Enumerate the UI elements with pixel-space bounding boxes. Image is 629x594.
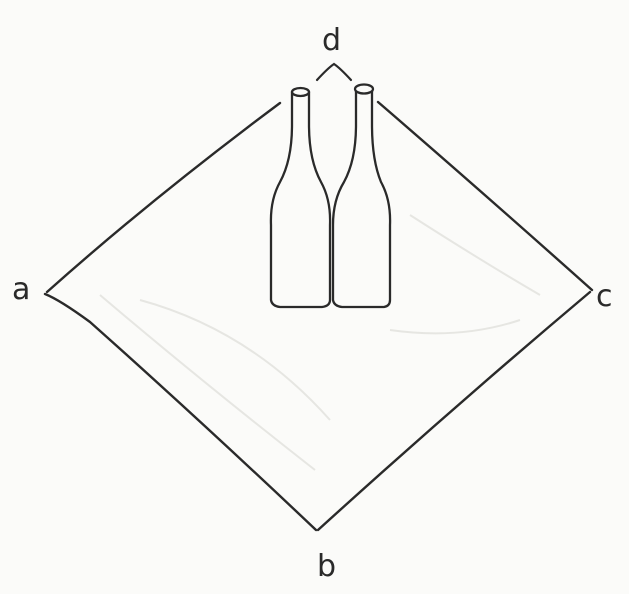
corner-label-a: a — [12, 275, 30, 305]
corner-label-c: c — [596, 282, 613, 312]
cloth-outline — [45, 102, 592, 530]
bottle-right — [333, 85, 390, 308]
d-bracket — [317, 64, 351, 80]
cloth-edge-top-left — [47, 103, 280, 292]
corner-label-b: b — [317, 552, 336, 582]
cloth-edge-bottom-right — [318, 292, 590, 530]
bottle-label-d: d — [322, 26, 341, 56]
cloth-edge-bottom-left — [45, 294, 316, 530]
bottle-left — [271, 88, 330, 307]
